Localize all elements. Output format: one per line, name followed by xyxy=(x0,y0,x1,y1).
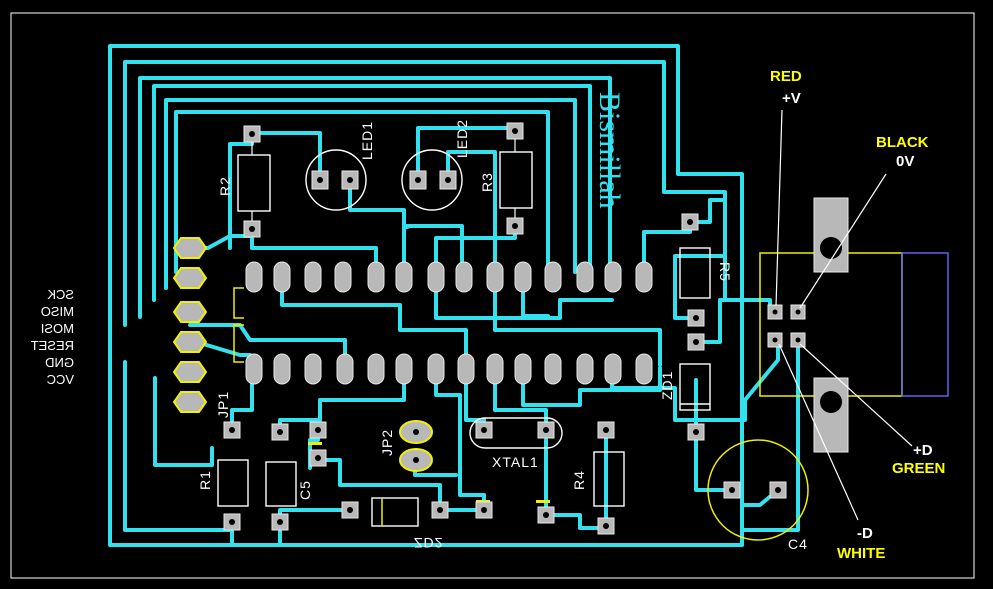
label-r2: R2 xyxy=(217,176,233,196)
wire-green-signal: +D xyxy=(913,442,933,459)
label-zd1: ZD1 xyxy=(659,371,675,400)
wire-white-signal: -D xyxy=(857,525,873,542)
zd2-body xyxy=(371,497,419,527)
isp-pin-sck: SCK xyxy=(47,287,74,302)
jp1-header xyxy=(172,237,208,413)
wire-black-label: BLACK xyxy=(876,134,929,151)
r5-body xyxy=(679,247,711,299)
pads xyxy=(172,122,849,535)
usb-outline xyxy=(759,252,903,397)
xtal1-body xyxy=(469,417,563,449)
isp-pin-mosi: MOSI xyxy=(41,321,74,336)
r3-body xyxy=(499,151,533,209)
isp-pin-labels: SCK MISO MOSI RESET GND VCC xyxy=(31,287,74,387)
label-jp1: JP1 xyxy=(215,391,231,418)
isp-pin-miso: MISO xyxy=(41,304,74,319)
ic-top-row xyxy=(245,261,653,293)
wire-green-label: GREEN xyxy=(892,460,945,477)
label-c4: C4 xyxy=(788,536,808,552)
label-r3: R3 xyxy=(479,172,495,192)
r4-body xyxy=(593,451,625,507)
wire-red-signal: +V xyxy=(782,90,801,107)
label-zd2: ZD2 xyxy=(414,535,443,551)
usb-mount-tabs xyxy=(813,197,849,453)
r2-body xyxy=(237,154,271,212)
board-outline xyxy=(10,12,975,579)
zd1-body xyxy=(679,363,711,411)
label-led1: LED1 xyxy=(359,121,375,160)
label-jp2: JP2 xyxy=(379,429,395,456)
ic-bottom-row xyxy=(245,353,653,385)
label-r5: R5 xyxy=(717,262,733,282)
c4-outline xyxy=(707,439,809,541)
wire-red-label: RED xyxy=(770,68,802,85)
label-xtal1: XTAL1 xyxy=(492,454,539,470)
label-led2: LED2 xyxy=(454,119,470,158)
component-labels: LED1 LED2 R2 R3 R1 C5 R4 R5 ZD1 JP1 JP2 … xyxy=(197,92,808,552)
copper-traces xyxy=(108,44,800,547)
wire-black-signal: 0V xyxy=(896,153,914,170)
board-logo: Bismillah xyxy=(593,92,626,209)
c5-body xyxy=(265,461,297,507)
label-r4: R4 xyxy=(571,470,587,490)
wire-white-label: WHITE xyxy=(837,545,885,562)
isp-pin-gnd: GND xyxy=(45,355,74,370)
label-c5: C5 xyxy=(297,480,313,500)
usb-wire-annotations: RED +V BLACK 0V +D GREEN -D WHITE xyxy=(770,68,945,562)
led1-outline xyxy=(305,149,367,211)
jp2-header xyxy=(399,420,433,472)
isp-pin-vcc: VCC xyxy=(47,372,74,387)
led2-outline xyxy=(401,149,463,211)
r1-body xyxy=(217,459,249,507)
label-r1: R1 xyxy=(197,470,213,490)
isp-pin-reset: RESET xyxy=(31,338,74,353)
